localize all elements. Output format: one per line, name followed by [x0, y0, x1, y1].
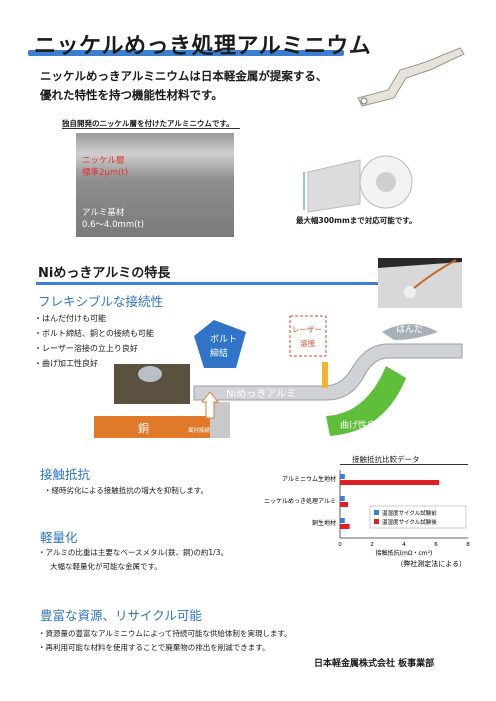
laser-label-2: 溶接: [300, 338, 315, 348]
resource-body-2: ・再利用可能な材料を使用することで廃棄物の排出を削減できます。: [38, 643, 270, 652]
x-tick: 0: [338, 542, 342, 548]
copper-block: [94, 416, 228, 438]
contact-title: 接触抵抗: [40, 467, 91, 482]
category-label: 銅生地材: [312, 519, 336, 527]
resource-title: 豊富な資源、リサイクル可能: [40, 608, 202, 623]
intro-line-2: 優れた特性を持つ機能性材料です。: [40, 88, 223, 102]
legend-swatch-before: [374, 510, 379, 515]
bent-strip-photo: [357, 47, 465, 107]
bend-badge: [326, 366, 406, 436]
bolt-label: ボルト: [210, 334, 237, 345]
solder-badge: [382, 324, 438, 340]
legend-swatch-after: [374, 519, 379, 524]
connection-diagram: ボルト 締結 レーザー 溶接 はんだ Niめっきアルミ 曲げ性良し 銅 異材接続: [94, 315, 463, 438]
copper-label: 銅: [138, 421, 149, 435]
lightweight-body: ・アルミの比重は主要なベースメタル(鉄、銅)の約1/3。 大幅な軽量化が可能な金…: [38, 546, 228, 574]
category-label: ニッケルめっき処理アルミ: [264, 497, 336, 505]
bullet-item: ・ボルト締結、銅との接続も可能: [34, 329, 154, 338]
cross-section-caption: 独自開発のニッケル層を付けたアルミニウムです。: [62, 119, 234, 128]
x-tick: 2: [370, 542, 374, 548]
bullet-item: ・曲げ加工性良好: [34, 359, 98, 368]
bar-after-0: [340, 480, 440, 485]
intro-line-1: ニッケルめっきアルミニウムは日本軽金属が提案する、: [40, 69, 328, 83]
category-label: アルミニウム生地材: [282, 475, 336, 483]
company-footer: 日本軽金属株式会社 板事業部: [314, 659, 435, 669]
bar-after-2: [340, 524, 350, 529]
feature-bullets: ・はんだ付けも可能 ・ボルト締結、銅との接続も可能 ・レーザー溶接の立上り良好 …: [34, 311, 154, 371]
contact-resistance-chart: アルミニウム生地材 ニッケルめっき処理アルミ 銅生地材 温湿度サイクル試験前 温…: [264, 470, 470, 568]
lightweight-body-1: ・アルミの比重は主要なベースメタル(鉄、銅)の約1/3。: [38, 548, 228, 557]
solder-label: はんだ: [396, 324, 423, 335]
features-title: Niめっきアルミの特長: [38, 266, 171, 281]
bar-before-1: [340, 496, 345, 501]
intro-text: ニッケルめっきアルミニウムは日本軽金属が提案する、 優れた特性を持つ機能性材料で…: [40, 67, 327, 105]
strip-label: Niめっきアルミ: [226, 388, 296, 400]
x-tick: 6: [434, 542, 438, 548]
pressure-label: 異材接続: [188, 426, 211, 434]
chart-legend: [369, 505, 467, 529]
bar-after-1: [340, 502, 348, 507]
lightweight-title: 軽量化: [40, 530, 78, 545]
resource-body: ・資源量の豊富なアルミニウムによって持続可能な供給体制を実現します。 ・再利用可…: [38, 627, 292, 655]
laser-label: レーザー: [292, 325, 322, 334]
contact-body: ・経時劣化による接触抵抗の増大を抑制します。: [44, 486, 209, 495]
bend-label: 曲げ性良し: [340, 419, 385, 431]
nickel-layer-label: ニッケル層 標準2μm(t): [82, 156, 129, 178]
laser-badge: [289, 315, 327, 357]
x-tick: 8: [466, 542, 470, 548]
solder-photo: [378, 258, 462, 308]
bolt-badge: [194, 320, 246, 368]
x-tick: 4: [402, 542, 406, 548]
bolt-label-2: 締結: [210, 347, 228, 359]
aluminum-base-label: アルミ基材 0.6～4.0mm(t): [82, 208, 145, 230]
bullet-item: ・はんだ付けも可能: [34, 314, 106, 323]
bar-before-2: [340, 518, 345, 523]
coil-illustration: [303, 155, 413, 213]
legend-after: 温湿度サイクル試験後: [382, 518, 437, 526]
chart-title-underline: [340, 464, 468, 465]
legend-before: 温湿度サイクル試験前: [382, 509, 437, 517]
cross-section-image: ニッケル層 標準2μm(t) アルミ基材 0.6～4.0mm(t): [76, 133, 234, 237]
caption-underline: [62, 128, 240, 129]
chart-title: 接触抵抗比較データ: [352, 455, 420, 464]
bullet-item: ・レーザー溶接の立上り良好: [34, 344, 138, 353]
page-title: ニッケルめっき処理アルミニウム: [34, 34, 372, 59]
flex-connect-title: フレキシブルな接続性: [38, 294, 164, 309]
coil-caption: 最大幅300mmまで対応可能です。: [296, 216, 417, 225]
features-underline: [36, 282, 382, 285]
lightweight-body-2: 大幅な軽量化が可能な金属です。: [50, 562, 162, 571]
bar-before-0: [340, 474, 345, 479]
x-axis-label: 接触抵抗(mΩ・cm²): [376, 549, 433, 557]
chart-note: （弊社測定法による）: [396, 559, 466, 568]
resource-body-1: ・資源量の豊富なアルミニウムによって持続可能な供給体制を実現します。: [38, 629, 292, 638]
